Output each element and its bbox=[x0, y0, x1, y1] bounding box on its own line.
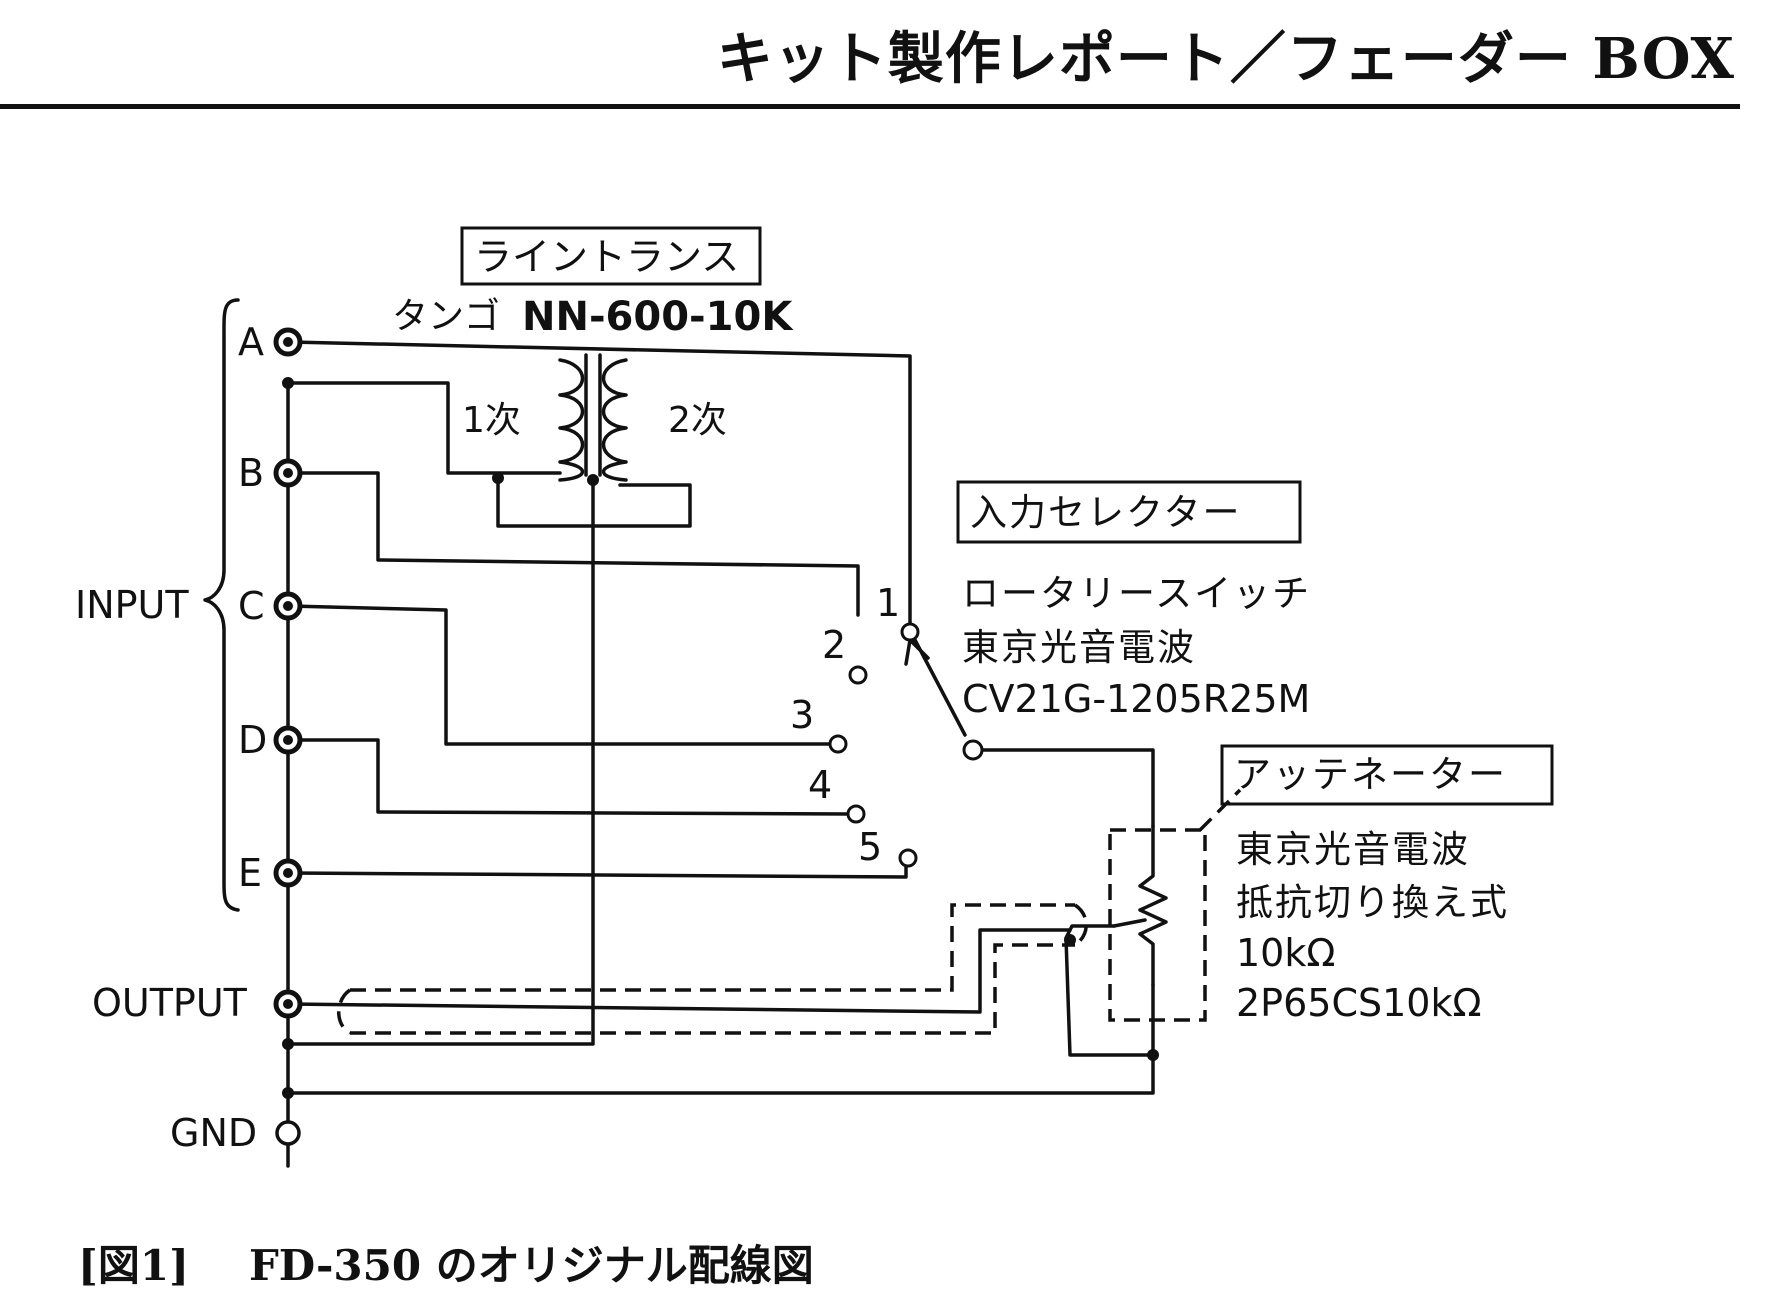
wire-c bbox=[288, 604, 837, 746]
junction-dot bbox=[282, 1038, 294, 1050]
transformer-title-box bbox=[460, 226, 762, 286]
primary-coil bbox=[558, 358, 585, 482]
wire-primary-loop bbox=[496, 476, 692, 528]
figure-caption-text: FD-350 のオリジナル配線図 bbox=[248, 1241, 814, 1290]
page-title: キット製作レポート／フェーダー BOX bbox=[716, 26, 1735, 92]
terminal-e-label: E bbox=[238, 851, 262, 895]
attenuator-title-box bbox=[1220, 744, 1554, 806]
wire-d bbox=[288, 738, 852, 816]
attenuator-wiper-arrow bbox=[1112, 918, 1147, 928]
output-label: OUTPUT bbox=[92, 981, 248, 1025]
wire-e bbox=[288, 856, 908, 879]
attenuator-line-1: 東京光音電波 bbox=[1236, 828, 1470, 871]
wire-primary-left bbox=[286, 381, 562, 475]
wire-output bbox=[288, 928, 1072, 1014]
terminal-b-label: B bbox=[238, 451, 264, 495]
input-brace bbox=[203, 298, 240, 912]
switch-pos-2: 2 bbox=[822, 623, 846, 667]
attenuator-title: アッテネーター bbox=[1234, 753, 1507, 796]
switch-pos-5: 5 bbox=[858, 825, 882, 869]
terminal-d-label: D bbox=[238, 718, 267, 762]
switch-arm bbox=[913, 638, 967, 737]
attenuator-pointer bbox=[1198, 788, 1242, 832]
switch-contact-3 bbox=[828, 734, 848, 754]
attenuator-line-2: 抵抗切り換え式 bbox=[1236, 881, 1509, 924]
wire-att-ground bbox=[286, 983, 1155, 1095]
switch-pos-3: 3 bbox=[790, 693, 814, 737]
primary-label: 1次 bbox=[462, 400, 521, 441]
figure-number: [図1] bbox=[78, 1241, 189, 1290]
terminal-gnd bbox=[275, 1120, 301, 1146]
secondary-coil bbox=[601, 358, 628, 482]
switch-pos-4: 4 bbox=[808, 763, 832, 807]
junction-dot bbox=[587, 474, 599, 486]
junction-dot bbox=[1064, 934, 1076, 946]
transformer-title: ライントランス bbox=[474, 235, 739, 279]
terminal-c-label: C bbox=[238, 584, 265, 628]
gnd-label: GND bbox=[170, 1111, 257, 1155]
selector-title-box bbox=[956, 480, 1302, 544]
shield-bottom bbox=[350, 943, 1075, 1035]
selector-line-3: CV21G-1205R25M bbox=[962, 677, 1310, 721]
terminal-a-label: A bbox=[238, 320, 264, 364]
wire-a-top bbox=[288, 340, 912, 627]
attenuator-line-4: 2P65CS10kΩ bbox=[1236, 981, 1482, 1025]
attenuator-box bbox=[1108, 828, 1207, 1022]
switch-contact-5 bbox=[898, 848, 918, 868]
attenuator-resistor bbox=[1138, 824, 1168, 987]
selector-title: 入力セレクター bbox=[970, 491, 1242, 534]
selector-line-2: 東京光音電波 bbox=[962, 626, 1196, 669]
switch-common bbox=[962, 739, 984, 761]
junction-dot bbox=[282, 377, 294, 389]
selector-line-1: ロータリースイッチ bbox=[962, 572, 1311, 615]
figure-caption: [図1] FD-350 のオリジナル配線図 bbox=[78, 1232, 814, 1293]
transformer-maker: タンゴ bbox=[392, 296, 500, 337]
shield-end-right bbox=[1073, 903, 1088, 947]
switch-arrow-head bbox=[904, 638, 930, 666]
header-rule bbox=[0, 104, 1740, 109]
wire-b bbox=[288, 471, 860, 617]
switch-contact-4 bbox=[846, 804, 866, 824]
attenuator-line-3: 10kΩ bbox=[1236, 931, 1335, 975]
wire-center-tap bbox=[286, 478, 595, 1046]
junction-dot bbox=[492, 472, 504, 484]
junction-dot bbox=[282, 1087, 294, 1099]
input-group-label: INPUT bbox=[75, 583, 189, 627]
wire-wiper-out bbox=[972, 748, 1155, 828]
shield-end-left bbox=[337, 988, 352, 1035]
shield-top bbox=[350, 903, 1075, 992]
transformer-model: NN-600-10K bbox=[522, 294, 794, 340]
junction-dot bbox=[1147, 1049, 1159, 1061]
switch-pos-1: 1 bbox=[876, 581, 900, 625]
switch-contact-1 bbox=[900, 622, 920, 642]
switch-contact-2 bbox=[848, 665, 868, 685]
secondary-label: 2次 bbox=[668, 400, 727, 441]
